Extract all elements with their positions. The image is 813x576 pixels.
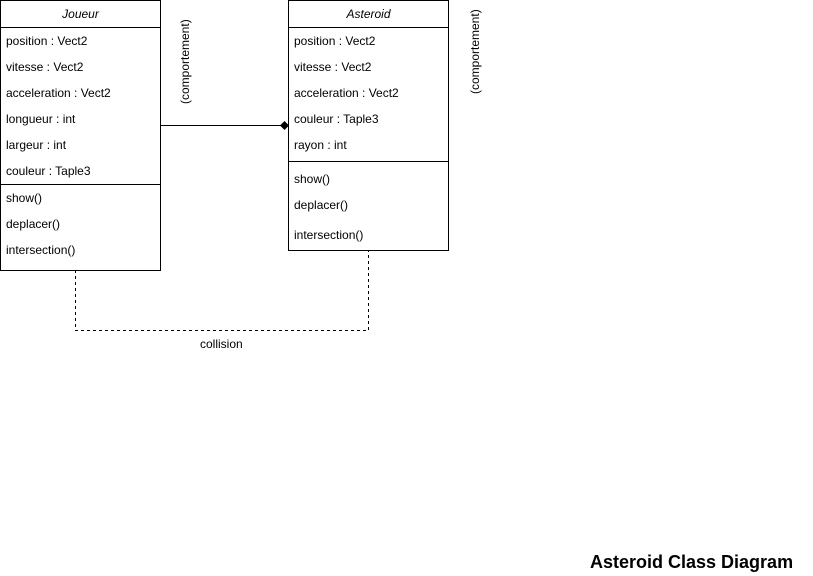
attribute-row: vitesse : Vect2 bbox=[294, 60, 372, 74]
comportement-label-right: (comportement) bbox=[468, 9, 482, 94]
composition-diamond bbox=[280, 121, 289, 130]
class-asteroid[interactable]: Asteroid position : Vect2 vitesse : Vect… bbox=[288, 0, 449, 251]
attribute-row: couleur : Taple3 bbox=[294, 112, 379, 126]
method-row: intersection() bbox=[294, 228, 364, 242]
class-asteroid-attributes: position : Vect2 vitesse : Vect2 acceler… bbox=[289, 28, 448, 161]
attribute-row: rayon : int bbox=[294, 138, 347, 152]
method-row: deplacer() bbox=[294, 198, 349, 212]
attribute-row: position : Vect2 bbox=[294, 34, 376, 48]
attribute-row: acceleration : Vect2 bbox=[294, 86, 399, 100]
class-asteroid-methods: show() deplacer() intersection() bbox=[289, 161, 448, 248]
collision-dashed-line bbox=[75, 250, 369, 331]
class-joueur-attributes: position : Vect2 vitesse : Vect2 acceler… bbox=[1, 28, 160, 184]
class-joueur-methods: show() deplacer() intersection() bbox=[1, 184, 160, 263]
attribute-row: acceleration : Vect2 bbox=[6, 86, 111, 100]
method-row: deplacer() bbox=[6, 217, 61, 231]
attribute-row: largeur : int bbox=[6, 138, 67, 152]
class-asteroid-name: Asteroid bbox=[289, 1, 448, 28]
diagram-title: Asteroid Class Diagram bbox=[590, 552, 794, 572]
attribute-row: position : Vect2 bbox=[6, 34, 88, 48]
class-joueur-name: Joueur bbox=[1, 1, 160, 28]
comportement-label-left: (comportement) bbox=[178, 19, 192, 104]
attribute-row: longueur : int bbox=[6, 112, 76, 126]
method-row: show() bbox=[294, 172, 331, 186]
method-row: intersection() bbox=[6, 243, 76, 257]
attribute-row: vitesse : Vect2 bbox=[6, 60, 84, 74]
class-joueur[interactable]: Joueur position : Vect2 vitesse : Vect2 … bbox=[0, 0, 161, 271]
attribute-row: couleur : Taple3 bbox=[6, 164, 91, 178]
method-row: show() bbox=[6, 191, 43, 205]
collision-label: collision bbox=[200, 337, 243, 351]
